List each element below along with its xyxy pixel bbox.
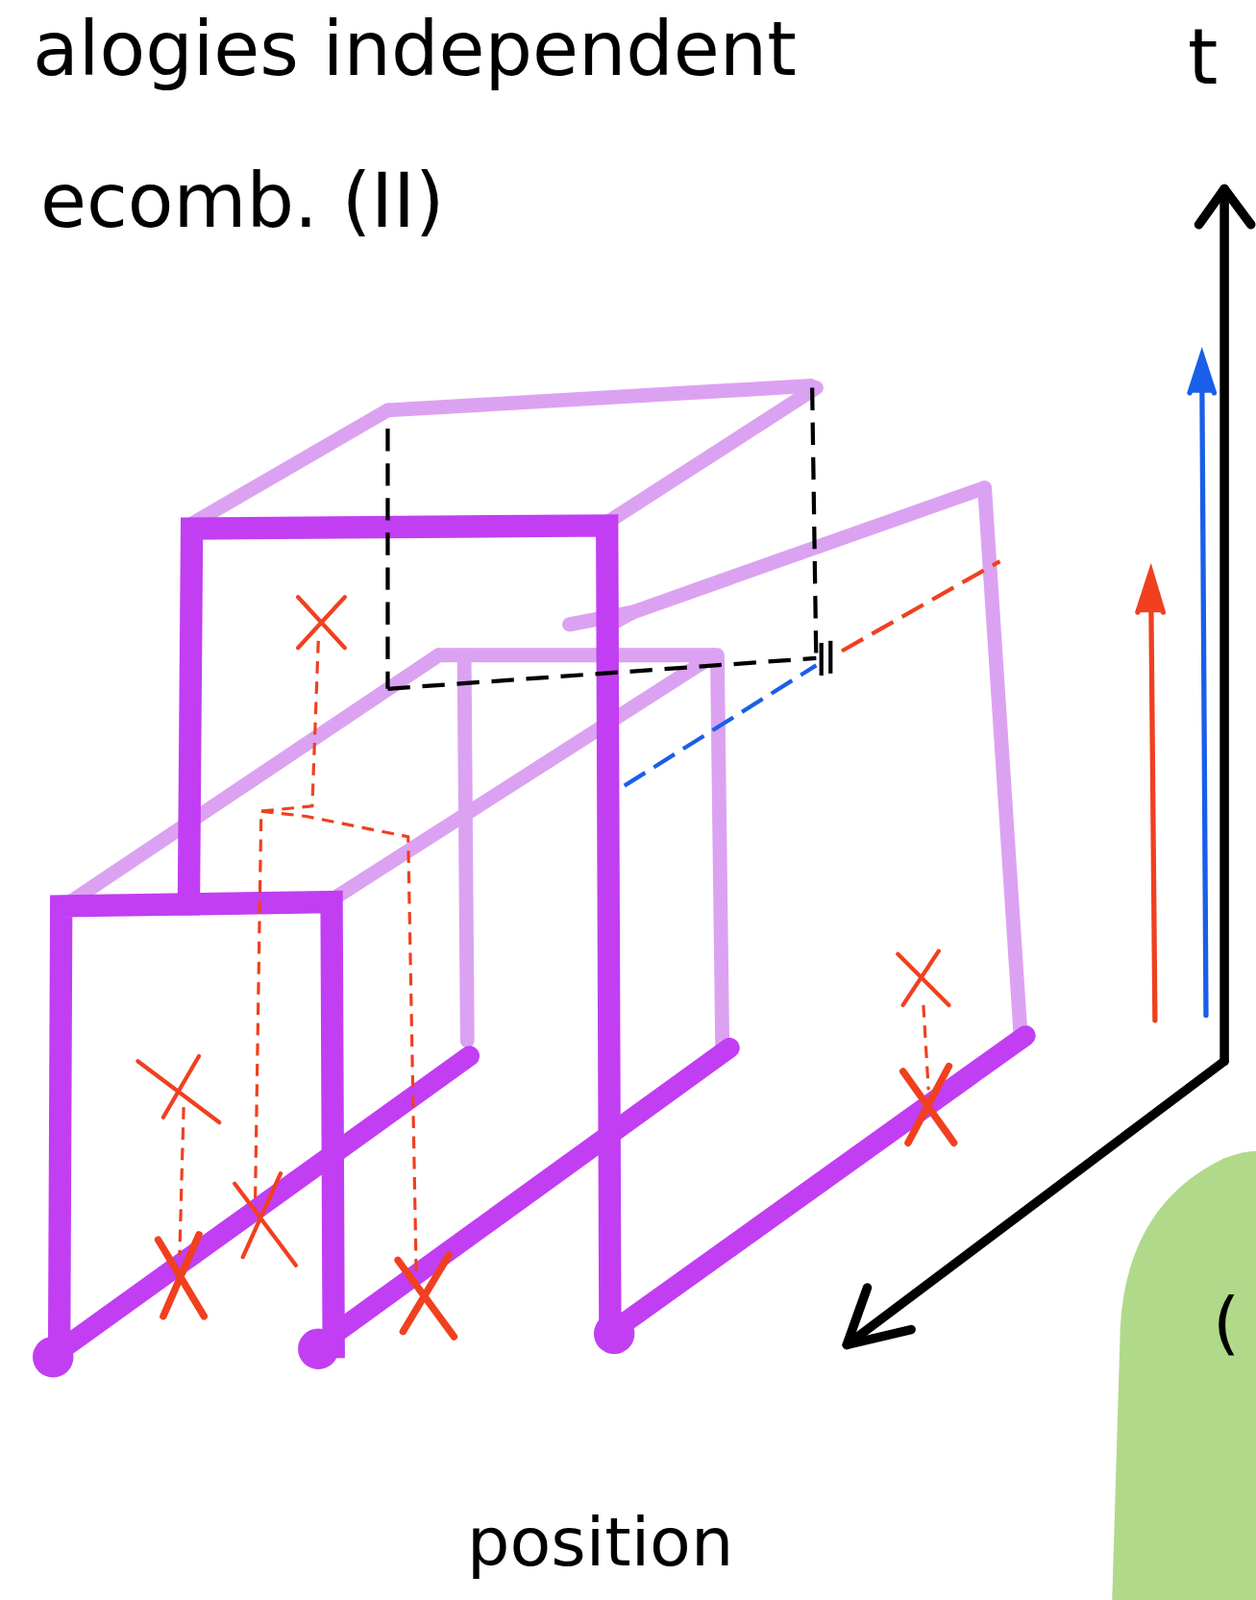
axes xyxy=(846,189,1251,1346)
recombination-marks xyxy=(137,596,949,1265)
break-ticks xyxy=(821,640,832,676)
front-tree xyxy=(59,525,611,1357)
time-arrows xyxy=(1137,355,1215,1021)
position-lines xyxy=(50,1035,1026,1357)
projection-dashes xyxy=(387,388,816,690)
green-blob xyxy=(1111,1151,1256,1600)
lineage-dashes xyxy=(179,640,929,1276)
axis-label: t xyxy=(1187,19,1218,97)
leaf-dots xyxy=(32,1313,635,1379)
axis-label: position xyxy=(467,1508,734,1577)
recombination-marks-bold xyxy=(158,1066,955,1337)
red-dash xyxy=(841,561,1001,651)
heading-line: ecomb. (II) xyxy=(40,163,445,239)
back-trees xyxy=(61,385,1021,1049)
heading-line: alogies independent xyxy=(32,11,797,87)
blob-text: ( xyxy=(1212,1287,1240,1357)
blue-dash xyxy=(624,664,817,786)
